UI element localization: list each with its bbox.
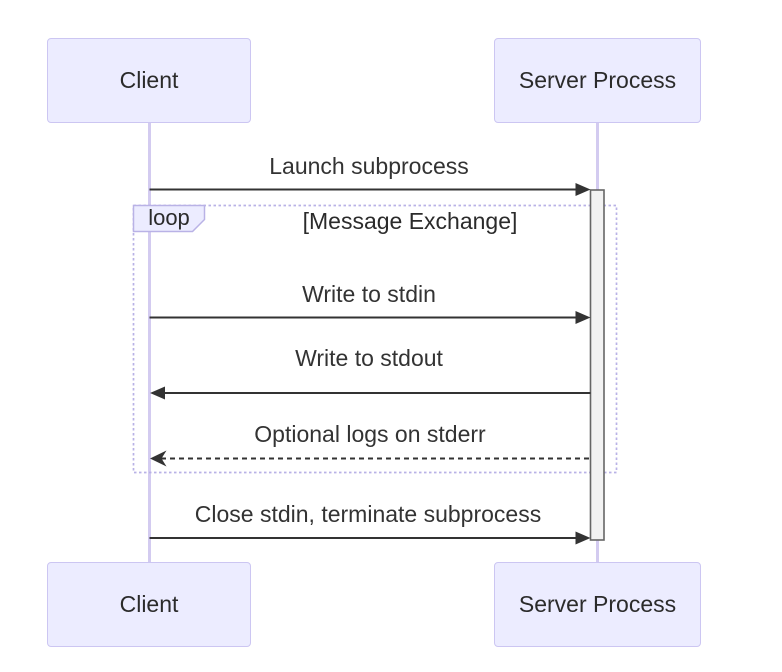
actor-bottom-server-process: Server Process	[494, 562, 701, 647]
loop-label: loop	[148, 205, 190, 230]
message-label-write-to-stdin: Write to stdin	[302, 281, 436, 307]
actor-label: Client	[119, 591, 179, 617]
arrowhead-close-stdin	[575, 531, 591, 545]
actor-bottom-client: Client	[47, 562, 251, 647]
actor-label: Server Process	[518, 67, 677, 93]
arrowhead-optional-logs-stderr	[150, 450, 167, 467]
actor-label: Client	[119, 67, 179, 93]
loop-condition-label: [Message Exchange]	[302, 208, 518, 234]
message-label-optional-logs-stderr: Optional logs on stderr	[254, 421, 486, 447]
actor-label: Server Process	[518, 591, 677, 617]
activation-bar	[589, 189, 605, 541]
actor-top-server-process: Server Process	[494, 38, 701, 123]
arrowhead-write-to-stdout	[150, 386, 165, 400]
message-label-close-stdin: Close stdin, terminate subprocess	[194, 501, 542, 527]
arrowhead-launch-subprocess	[575, 183, 591, 196]
arrowhead-write-to-stdin	[575, 311, 591, 324]
message-label-launch-subprocess: Launch subprocess	[269, 153, 469, 179]
actor-top-client: Client	[47, 38, 251, 123]
loop-frame	[132, 204, 618, 474]
loop-label-tag	[132, 204, 206, 233]
message-label-write-to-stdout: Write to stdout	[295, 345, 443, 371]
